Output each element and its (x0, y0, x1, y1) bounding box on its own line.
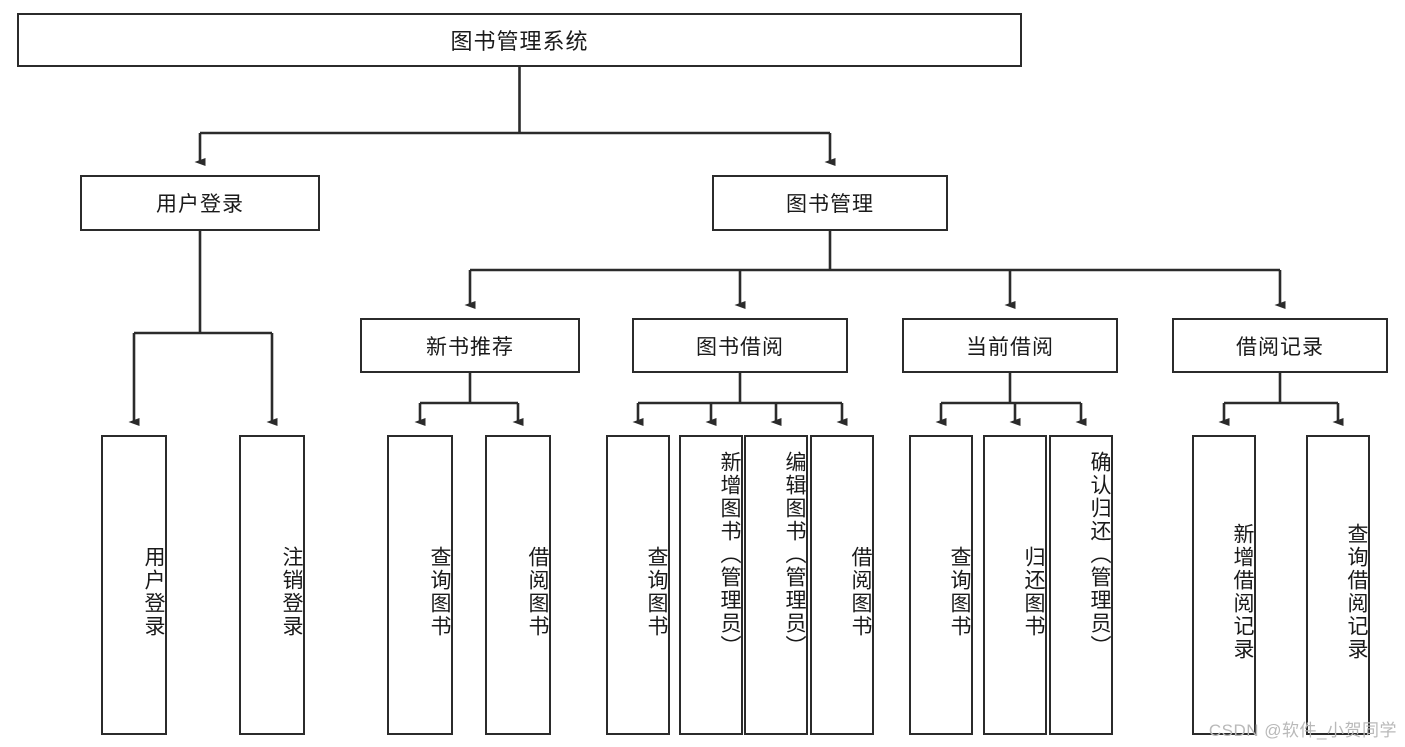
node-leaf-confirm-return[interactable]: 确认归还（管理员） (1049, 435, 1113, 735)
node-label: 图书管理 (786, 193, 874, 216)
watermark: CSDN @软件_小贺同学 (1208, 721, 1397, 740)
node-label: 查询图书 (645, 546, 668, 638)
node-leaf-add-book[interactable]: 新增图书（管理员） (679, 435, 743, 735)
node-label: 借阅记录 (1236, 335, 1324, 359)
node-leaf-user-login[interactable]: 用户登录 (101, 435, 167, 735)
node-borrow-record[interactable]: 借阅记录 (1172, 318, 1388, 373)
node-new-book-recommend[interactable]: 新书推荐 (360, 318, 580, 373)
node-label: 查询图书 (948, 546, 971, 638)
node-label: 借阅图书 (849, 546, 872, 638)
node-leaf-edit-book[interactable]: 编辑图书（管理员） (744, 435, 808, 735)
node-label: 当前借阅 (966, 335, 1054, 359)
node-label: 归还图书 (1022, 546, 1045, 638)
node-label: 新增图书（管理员） (718, 451, 741, 658)
node-label: 确认归还（管理员） (1088, 451, 1111, 658)
node-leaf-query-book-2[interactable]: 查询图书 (606, 435, 670, 735)
node-label: 新书推荐 (426, 335, 514, 359)
node-label: 查询借阅记录 (1345, 523, 1368, 661)
node-label: 新增借阅记录 (1231, 523, 1254, 661)
node-leaf-add-record[interactable]: 新增借阅记录 (1192, 435, 1256, 735)
node-label: 图书借阅 (696, 335, 784, 359)
node-leaf-borrow-book-2[interactable]: 借阅图书 (810, 435, 874, 735)
node-label: 用户登录 (156, 193, 244, 216)
node-label: 查询图书 (428, 546, 451, 638)
node-leaf-query-record[interactable]: 查询借阅记录 (1306, 435, 1370, 735)
node-label: 图书管理系统 (450, 29, 589, 54)
node-book-manage[interactable]: 图书管理 (712, 175, 948, 231)
node-leaf-borrow-book-1[interactable]: 借阅图书 (485, 435, 551, 735)
node-book-borrow[interactable]: 图书借阅 (632, 318, 848, 373)
node-label: 借阅图书 (526, 546, 549, 638)
node-leaf-query-book-1[interactable]: 查询图书 (387, 435, 453, 735)
node-label: 用户登录 (142, 546, 165, 638)
node-leaf-query-book-3[interactable]: 查询图书 (909, 435, 973, 735)
node-current-borrow[interactable]: 当前借阅 (902, 318, 1118, 373)
node-root[interactable]: 图书管理系统 (17, 13, 1022, 67)
node-label: 注销登录 (280, 546, 303, 638)
node-leaf-logout[interactable]: 注销登录 (239, 435, 305, 735)
node-label: 编辑图书（管理员） (783, 451, 806, 658)
node-leaf-return-book[interactable]: 归还图书 (983, 435, 1047, 735)
node-user-login[interactable]: 用户登录 (80, 175, 320, 231)
